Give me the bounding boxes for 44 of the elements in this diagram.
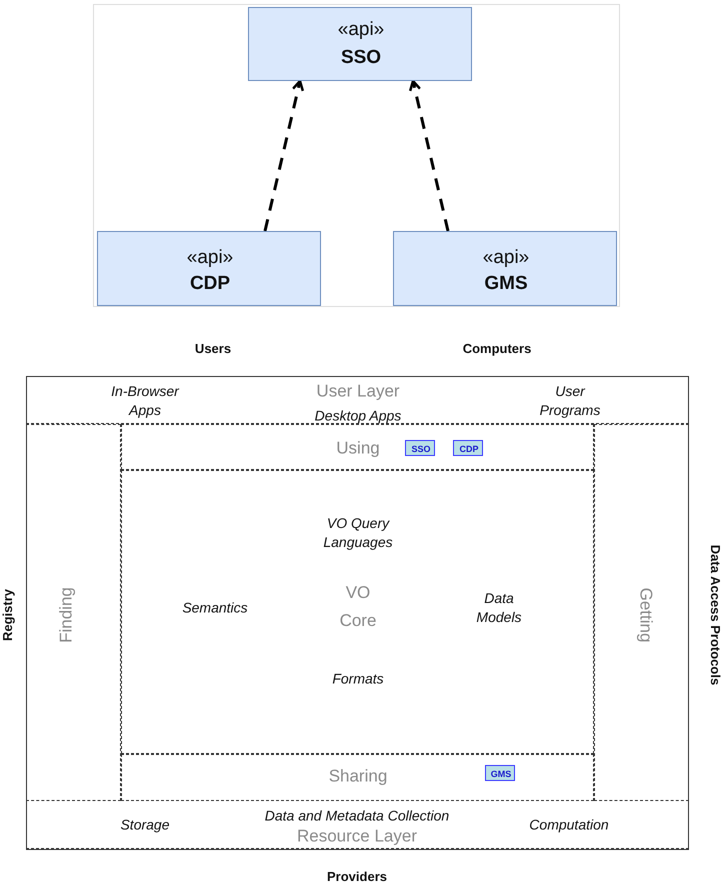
layer-item-text: Data and Metadata Collection xyxy=(264,806,450,826)
layer-title: Using xyxy=(335,438,381,460)
layer-cell xyxy=(594,424,689,801)
layer-cell xyxy=(121,424,594,470)
layer-item-text: Computation xyxy=(528,816,610,834)
layer-item-text: Semantics xyxy=(181,598,249,618)
layer-title: Resource Layer xyxy=(296,826,418,848)
component-box xyxy=(393,231,617,306)
badge-text: CDP xyxy=(458,443,480,456)
layer-title: VO Core xyxy=(338,582,378,632)
axis-caption: Data Access Protocols xyxy=(706,544,724,686)
layer-item-text: Formats xyxy=(331,670,385,688)
layer-title: User Layer xyxy=(315,380,401,403)
layer-item-text: Data Models xyxy=(475,589,523,627)
badge-text: GMS xyxy=(490,768,512,781)
layer-title: Finding xyxy=(56,586,77,645)
axis-caption: Computers xyxy=(462,340,532,358)
layer-item-text: Desktop Apps xyxy=(314,406,402,426)
layer-cell xyxy=(121,754,594,801)
layer-item-text: In-Browser Apps xyxy=(110,382,180,420)
dependency-arrow xyxy=(408,80,450,232)
layer-item-text: User Programs xyxy=(538,382,602,420)
component-badge xyxy=(485,765,515,781)
stereotype-text: «api» xyxy=(186,246,234,270)
layer-item-text: VO Query Languages xyxy=(322,514,394,552)
layer-item-text: Storage xyxy=(119,816,171,834)
dependency-arrow xyxy=(264,80,304,232)
layer-title: Sharing xyxy=(328,766,388,788)
axis-caption: Users xyxy=(194,340,232,358)
component-badge xyxy=(405,440,435,456)
component-name: CDP xyxy=(188,272,232,296)
stereotype-text: «api» xyxy=(336,18,386,42)
component-box xyxy=(97,231,321,306)
stereotype-text: «api» xyxy=(482,246,530,270)
layer-title: Getting xyxy=(635,586,656,644)
badge-text: SSO xyxy=(410,443,432,456)
component-box xyxy=(248,7,472,81)
axis-caption: Providers xyxy=(327,868,387,885)
layer-cell xyxy=(121,470,594,754)
layer-cell xyxy=(26,424,121,801)
component-name: SSO xyxy=(340,46,382,70)
axis-caption: Registry xyxy=(0,588,16,642)
component-name: GMS xyxy=(483,272,529,296)
component-badge xyxy=(453,440,483,456)
